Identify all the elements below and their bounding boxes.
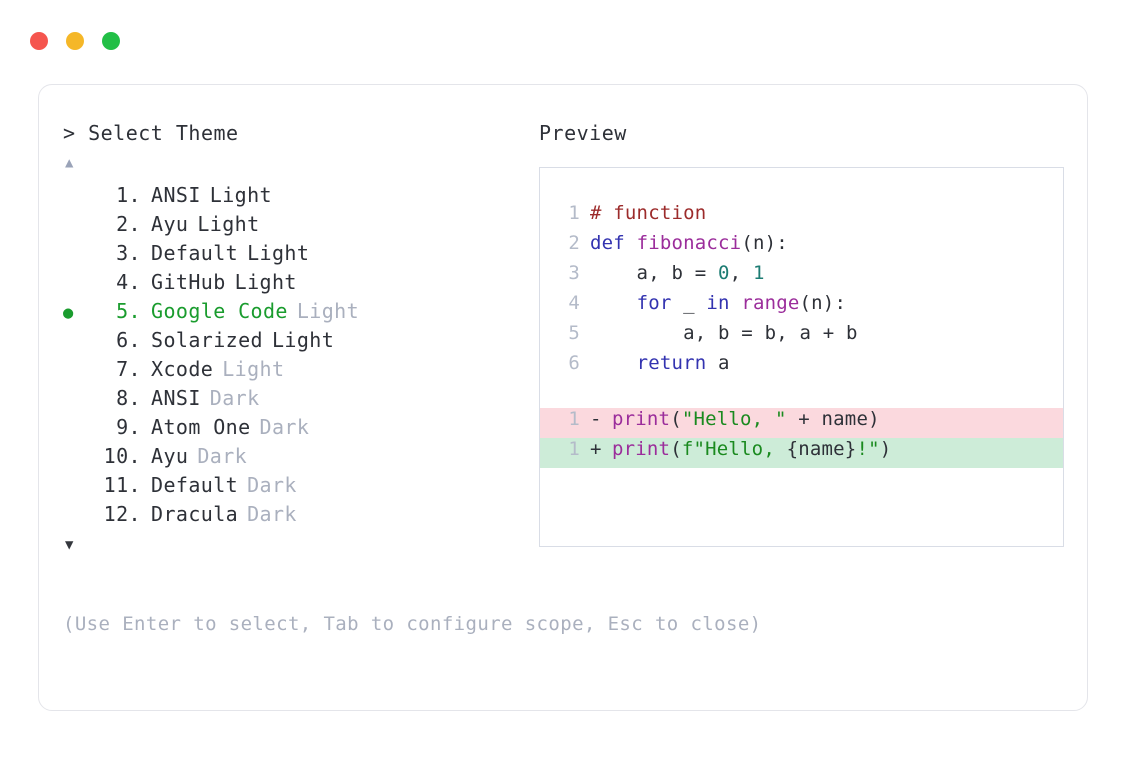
prompt-label: > Select Theme bbox=[63, 121, 239, 145]
diff-line-text: print("Hello, " + name) bbox=[612, 408, 880, 430]
line-number: 1 bbox=[568, 408, 580, 430]
theme-name: ANSI bbox=[151, 183, 201, 207]
theme-index: 2. bbox=[116, 212, 141, 236]
theme-variant: Dark bbox=[247, 473, 297, 497]
theme-index: 10. bbox=[103, 444, 141, 468]
theme-list-item[interactable]: 3. Default Light bbox=[63, 241, 533, 270]
theme-variant: Dark bbox=[197, 444, 248, 468]
theme-name: Default bbox=[151, 241, 239, 265]
theme-variant: Dark bbox=[209, 386, 260, 410]
theme-variant: Light bbox=[247, 241, 310, 265]
code-line: 4 for _ in range(n): bbox=[540, 292, 1063, 322]
theme-index: 3. bbox=[116, 241, 141, 265]
window-titlebar bbox=[30, 32, 120, 50]
line-number: 3 bbox=[568, 262, 580, 284]
theme-name: Solarized bbox=[151, 328, 263, 352]
diff-block: 1-print("Hello, " + name)1+print(f"Hello… bbox=[540, 408, 1063, 468]
theme-index: 7. bbox=[116, 357, 141, 381]
theme-index: 11. bbox=[103, 473, 141, 497]
theme-index: 12. bbox=[103, 502, 141, 526]
theme-index: 4. bbox=[116, 270, 141, 294]
theme-name: Atom One bbox=[151, 415, 251, 439]
theme-name: Google Code bbox=[151, 299, 288, 323]
theme-name: Default bbox=[151, 473, 239, 497]
code-line: 1 # function bbox=[540, 202, 1063, 232]
keyboard-hint: (Use Enter to select, Tab to configure s… bbox=[63, 613, 762, 635]
theme-name: Dracula bbox=[151, 502, 239, 526]
scroll-down-arrow-icon[interactable]: ▼ bbox=[65, 537, 74, 553]
theme-list-item[interactable]: 9. Atom One Dark bbox=[63, 415, 533, 444]
theme-index: 6. bbox=[116, 328, 141, 352]
maximize-icon[interactable] bbox=[102, 32, 120, 50]
code-line: 3 a, b = 0, 1 bbox=[540, 262, 1063, 292]
theme-variant: Light bbox=[271, 328, 335, 352]
diff-line-add: 1 + print(f"Hello, {name}!") bbox=[540, 438, 1063, 468]
scroll-up-arrow-icon[interactable]: ▲ bbox=[65, 155, 74, 171]
preview-pane: Preview 1 # function 2 def fibonacci(n): 3 a… bbox=[539, 121, 1069, 547]
line-number: 4 bbox=[568, 292, 580, 314]
theme-variant: Dark bbox=[247, 502, 297, 526]
theme-list-item[interactable]: 2. Ayu Light bbox=[63, 212, 533, 241]
theme-variant: Light bbox=[209, 183, 272, 207]
theme-variant: Light bbox=[296, 299, 360, 323]
theme-index: 9. bbox=[116, 415, 141, 439]
theme-list-item[interactable]: 6. Solarized Light bbox=[63, 328, 533, 357]
theme-name: Ayu bbox=[151, 444, 189, 468]
code-line-text: for _ in range(n): bbox=[636, 292, 847, 314]
minimize-icon[interactable] bbox=[66, 32, 84, 50]
theme-variant: Light bbox=[222, 357, 285, 381]
code-line: 6 return a bbox=[540, 352, 1063, 382]
theme-list-item[interactable]: 8. ANSI Dark bbox=[63, 386, 533, 415]
theme-list-item[interactable]: 10. Ayu Dark bbox=[63, 444, 533, 473]
code-preview-panel: 1 # function 2 def fibonacci(n): 3 a, b = 0,… bbox=[539, 167, 1064, 547]
line-number: 2 bbox=[568, 232, 580, 254]
theme-name: GitHub bbox=[151, 270, 226, 294]
code-line-text: a, b = 0, 1 bbox=[590, 262, 765, 284]
theme-name: Xcode bbox=[151, 357, 214, 381]
theme-list-item[interactable]: 7. Xcode Light bbox=[63, 357, 533, 386]
line-number: 5 bbox=[568, 322, 580, 344]
theme-index: 1. bbox=[116, 183, 141, 207]
theme-name: ANSI bbox=[151, 386, 201, 410]
diff-sign: - bbox=[590, 408, 602, 430]
preview-label: Preview bbox=[539, 121, 627, 145]
theme-variant: Light bbox=[234, 270, 297, 294]
theme-index: 5. bbox=[116, 299, 141, 323]
diff-sign: + bbox=[590, 438, 602, 460]
code-block: 1 # function 2 def fibonacci(n): 3 a, b = 0,… bbox=[540, 202, 1063, 382]
theme-variant: Dark bbox=[259, 415, 310, 439]
close-icon[interactable] bbox=[30, 32, 48, 50]
code-line-text: def fibonacci(n): bbox=[590, 232, 788, 254]
theme-index: 8. bbox=[116, 386, 141, 410]
line-number: 1 bbox=[568, 202, 580, 224]
theme-variant: Light bbox=[197, 212, 260, 236]
code-spacer bbox=[540, 382, 1063, 408]
code-line-text: a, b = b, a + b bbox=[590, 322, 858, 344]
diff-line-del: 1-print("Hello, " + name) bbox=[540, 408, 1063, 438]
theme-list-item[interactable]: 12. Dracula Dark bbox=[63, 502, 533, 531]
diff-line-text: print(f"Hello, {name}!") bbox=[612, 438, 892, 460]
code-line-text: # function bbox=[590, 202, 707, 224]
code-line: 2 def fibonacci(n): bbox=[540, 232, 1063, 262]
line-number: 6 bbox=[568, 352, 580, 374]
theme-list-item[interactable]: 11. Default Dark bbox=[63, 473, 533, 502]
line-number: 1 bbox=[568, 438, 580, 460]
code-line: 5 a, b = b, a + b bbox=[540, 322, 1063, 352]
theme-list-item[interactable]: 4. GitHub Light bbox=[63, 270, 533, 299]
theme-list-item[interactable]: 1. ANSI Light bbox=[63, 183, 533, 212]
code-line-text: return a bbox=[636, 352, 730, 374]
theme-list-item[interactable]: ● 5. Google Code Light bbox=[63, 299, 533, 328]
selected-bullet-icon: ● bbox=[63, 303, 74, 323]
theme-name: Ayu bbox=[151, 212, 189, 236]
